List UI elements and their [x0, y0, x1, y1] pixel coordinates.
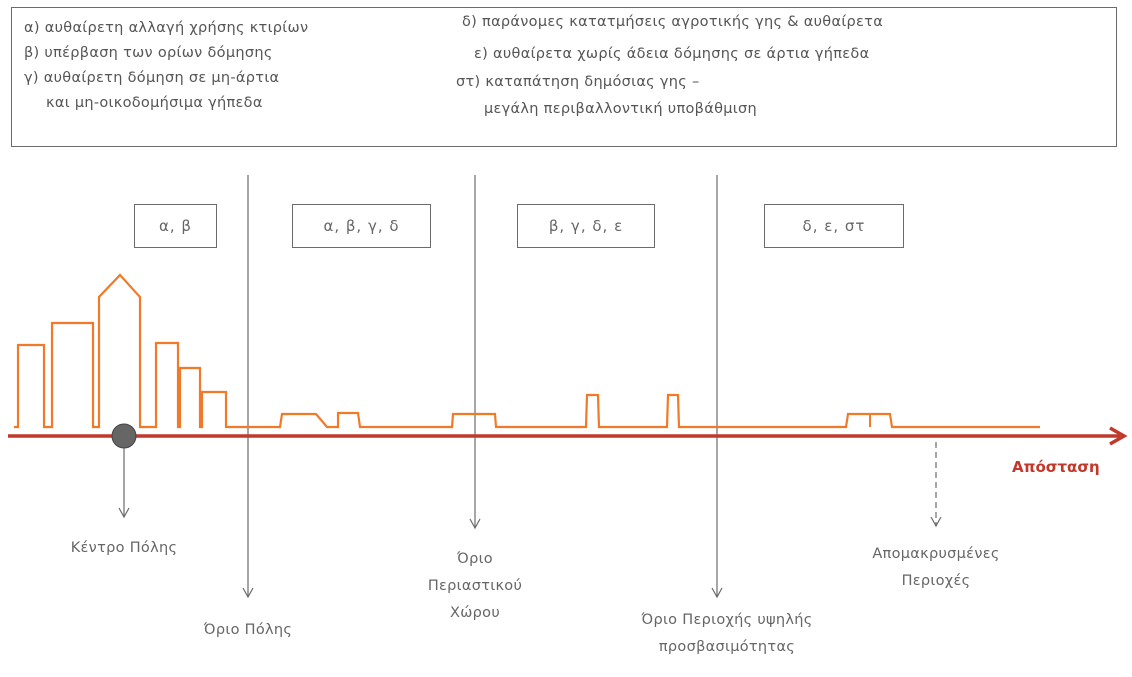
periurban-limit-label-line-1: Όριο — [457, 551, 493, 567]
city-center-label: Κέντρο Πόλης — [70, 540, 178, 556]
periurban-limit-arrowhead — [469, 518, 481, 530]
high-access-limit-arrowhead — [711, 587, 723, 599]
legend-item-c: γ) αυθαίρετη δόμηση σε μη-άρτια — [24, 70, 280, 86]
zone-box-4: δ, ε, στ — [764, 204, 904, 248]
zone-box-3: β, γ, δ, ε — [517, 204, 655, 248]
city-limit-label: Όριο Πόλης — [203, 622, 293, 638]
periurban-limit-label-line-2: Περιαστικού — [427, 578, 523, 594]
skyline-profile — [14, 273, 1040, 429]
remote-areas-arrowhead — [930, 516, 942, 528]
legend-item-f-cont: μεγάλη περιβαλλοντική υποβάθμιση — [484, 101, 757, 117]
city-center-arrowhead — [118, 507, 130, 519]
periurban-limit-label: Όριο Περιαστικού Χώρου — [395, 546, 555, 627]
high-access-limit-label-line-1: Όριο Περιοχής υψηλής — [641, 612, 813, 628]
remote-areas-label-line-2: Περιοχές — [901, 573, 971, 589]
legend-item-e: ε) αυθαίρετα χωρίς άδεια δόμησης σε άρτι… — [474, 46, 870, 62]
high-access-limit-label: Όριο Περιοχής υψηλής προσβασιμότητας — [597, 607, 857, 661]
legend-item-b: β) υπέρβαση των ορίων δόμησης — [24, 45, 273, 61]
zone-box-1: α, β — [134, 204, 217, 248]
high-access-limit-label-line-2: προσβασιμότητας — [658, 639, 796, 655]
zone-box-2: α, β, γ, δ — [292, 204, 431, 248]
legend-item-c-cont: και μη-οικοδομήσιμα γήπεδα — [46, 95, 263, 111]
distance-axis-label: Απόσταση — [1012, 458, 1100, 476]
legend-box — [11, 7, 1117, 147]
distance-axis-arrowhead — [1109, 426, 1128, 446]
periurban-limit-label-line-3: Χώρου — [449, 605, 501, 621]
legend-item-d: δ) παράνομες κατατμήσεις αγροτικής γης &… — [462, 14, 884, 30]
legend-item-a: α) αυθαίρετη αλλαγή χρήσης κτιρίων — [24, 20, 309, 36]
city-center-dot — [111, 423, 137, 449]
remote-areas-label-line-1: Απομακρυσμένες — [872, 546, 1000, 562]
legend-item-f: στ) καταπάτηση δημόσιας γης – — [456, 74, 700, 90]
remote-areas-label: Απομακρυσμένες Περιοχές — [836, 541, 1036, 595]
city-limit-arrowhead — [242, 587, 254, 599]
